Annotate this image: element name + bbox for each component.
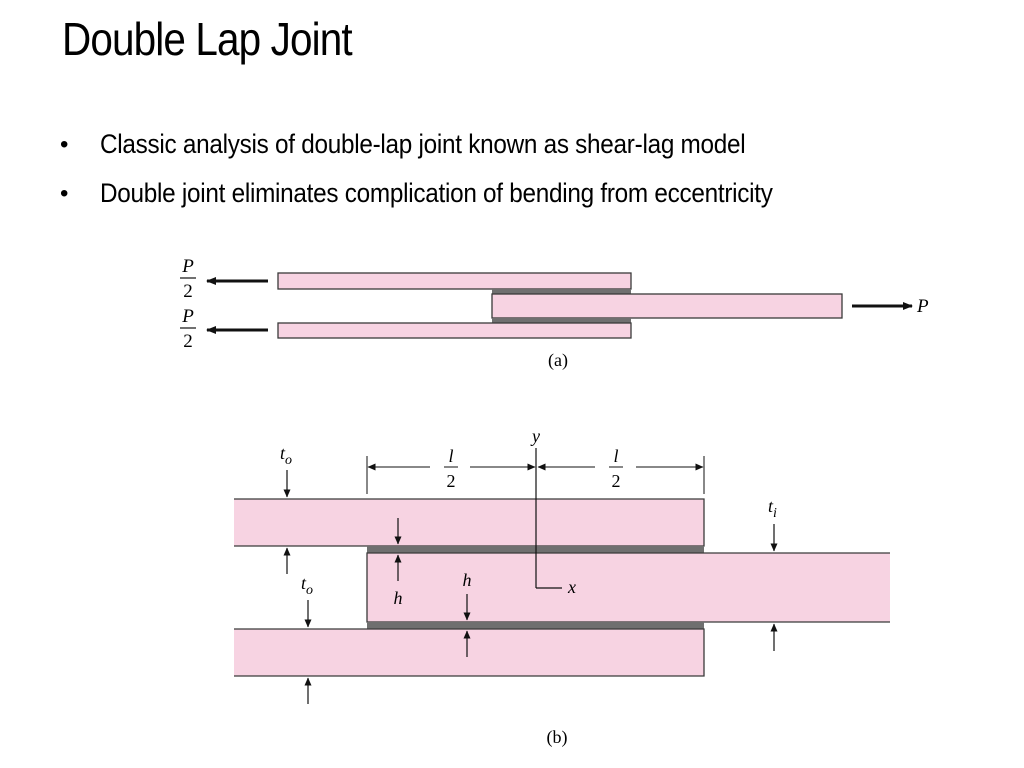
x-axis-label: x xyxy=(567,577,576,597)
h-bottom-label: h xyxy=(463,570,472,590)
bullet-list: • Classic analysis of double-lap joint k… xyxy=(60,124,1000,222)
outer-adherend-top xyxy=(277,272,632,290)
load-right-label: P xyxy=(916,296,929,317)
adhesive-layer-bottom xyxy=(492,318,631,323)
bullet-text: Double joint eliminates complication of … xyxy=(100,178,773,208)
load-top-denominator: 2 xyxy=(183,281,193,302)
dim-left-denominator: 2 xyxy=(447,471,456,491)
outer-adherend-bottom xyxy=(277,322,632,339)
load-bottom-denominator: 2 xyxy=(183,331,193,352)
t-inner-label: ti xyxy=(768,496,777,521)
dim-right-denominator: 2 xyxy=(612,471,621,491)
outer-adherend-bottom xyxy=(234,628,705,677)
bullet-item: • Double joint eliminates complication o… xyxy=(60,173,1000,214)
t-outer-bottom-label: to xyxy=(301,573,313,598)
diagram-a: P 2 P 2 P (a) xyxy=(180,256,929,371)
adhesive-layer-bottom xyxy=(367,622,704,629)
caption-b: (b) xyxy=(547,727,568,748)
bullet-dot: • xyxy=(60,180,69,207)
adhesive-layer-top xyxy=(492,289,631,294)
inner-adherend xyxy=(491,293,843,319)
outer-adherend-top xyxy=(234,498,705,547)
y-axis-label: y xyxy=(530,426,540,446)
inner-adherend xyxy=(366,552,890,623)
slide-title: Double Lap Joint xyxy=(62,13,353,65)
load-bottom-numerator: P xyxy=(181,306,194,327)
dim-right-numerator: l xyxy=(613,446,618,466)
h-top-label: h xyxy=(394,588,403,608)
load-top-numerator: P xyxy=(181,256,194,277)
bullet-dot: • xyxy=(60,131,69,158)
bullet-text: Classic analysis of double-lap joint kno… xyxy=(100,129,746,159)
bullet-item: • Classic analysis of double-lap joint k… xyxy=(60,124,1000,165)
t-outer-top-label: to xyxy=(280,443,292,468)
diagram-b: l 2 l 2 y x to to ti h h (b) xyxy=(234,426,890,748)
caption-a: (a) xyxy=(548,350,568,371)
dim-left-numerator: l xyxy=(448,446,453,466)
